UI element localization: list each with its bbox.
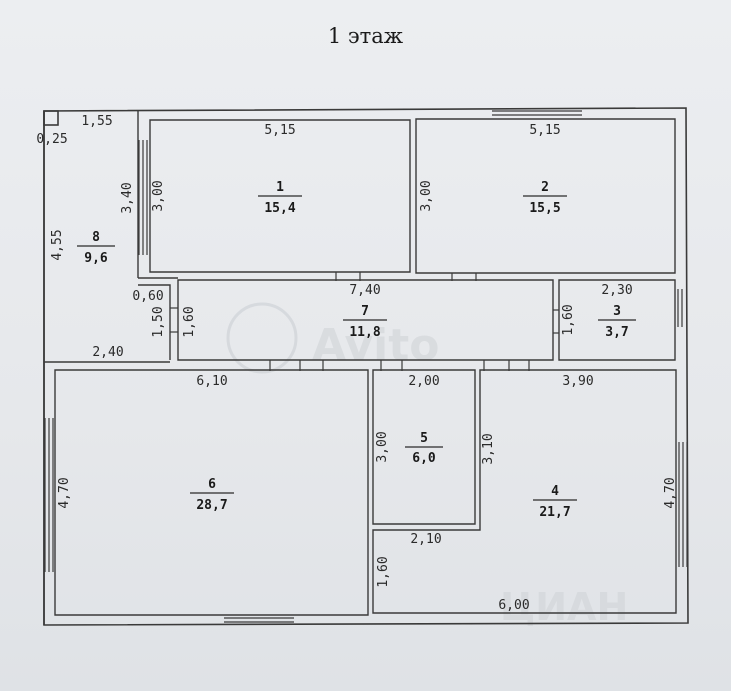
svg-text:2: 2 [541,180,549,195]
outer-walls [43,107,689,626]
room-label-7: 7 11,8 [343,304,387,340]
svg-text:3: 3 [613,304,621,319]
svg-text:3,00: 3,00 [375,431,390,462]
room-walls [44,111,677,616]
room-label-8: 8 9,6 [77,230,115,266]
svg-text:1,50: 1,50 [151,306,166,337]
svg-text:2,10: 2,10 [410,532,441,547]
svg-text:15,5: 15,5 [529,201,560,216]
svg-text:4,70: 4,70 [57,477,72,508]
page-title: 1 этаж [327,24,404,48]
svg-text:7: 7 [361,304,369,319]
svg-text:6,0: 6,0 [412,451,436,466]
svg-text:9,6: 9,6 [84,251,108,266]
watermark-cian: ЦИАН [500,585,628,629]
window-room3-east [677,289,683,327]
watermark-avito: Avito [226,302,440,374]
svg-text:11,8: 11,8 [349,325,380,340]
svg-text:7,40: 7,40 [349,283,380,298]
svg-text:3,40: 3,40 [120,182,135,213]
room-label-4: 4 21,7 [533,484,577,520]
room-label-1: 1 15,4 [258,180,302,216]
room-label-2: 2 15,5 [523,180,567,216]
svg-text:0,60: 0,60 [132,289,163,304]
svg-text:3,90: 3,90 [562,374,593,389]
svg-text:1,60: 1,60 [182,306,197,337]
window-room6-south [224,617,294,623]
window-room1-west [138,140,148,255]
svg-text:1: 1 [276,180,284,195]
svg-text:5,15: 5,15 [264,123,295,138]
windows [44,110,688,623]
room-label-6: 6 28,7 [190,477,234,513]
svg-text:6: 6 [208,477,216,492]
window-room6-west [44,418,54,572]
svg-text:2,40: 2,40 [92,345,123,360]
svg-text:15,4: 15,4 [264,201,295,216]
svg-text:28,7: 28,7 [196,498,227,513]
svg-text:3,7: 3,7 [605,325,628,340]
door-marks [170,272,559,371]
svg-text:3,10: 3,10 [481,433,496,464]
svg-text:Avito: Avito [312,320,440,371]
svg-text:2,00: 2,00 [408,374,439,389]
svg-text:1,60: 1,60 [561,304,576,335]
svg-text:6,10: 6,10 [196,374,227,389]
svg-text:0,25: 0,25 [36,132,67,147]
svg-text:5,15: 5,15 [529,123,560,138]
svg-text:4: 4 [551,484,559,499]
svg-text:1,55: 1,55 [81,114,112,129]
svg-text:3,00: 3,00 [151,180,166,211]
svg-text:21,7: 21,7 [539,505,570,520]
room-label-5: 5 6,0 [405,431,443,466]
dimension-labels: 1,55 0,25 5,15 5,15 0,60 7,40 2,30 2,40 … [36,114,678,613]
svg-text:ЦИАН: ЦИАН [500,585,628,629]
svg-text:6,00: 6,00 [498,598,529,613]
window-room2-north [492,110,582,116]
svg-text:1,60: 1,60 [376,556,391,587]
svg-text:4,55: 4,55 [50,229,65,260]
svg-text:5: 5 [420,431,428,446]
window-room4-east [678,442,688,567]
svg-text:2,30: 2,30 [601,283,632,298]
svg-text:4,70: 4,70 [663,477,678,508]
svg-text:3,00: 3,00 [419,180,434,211]
room-label-3: 3 3,7 [598,304,636,340]
svg-text:8: 8 [92,230,100,245]
